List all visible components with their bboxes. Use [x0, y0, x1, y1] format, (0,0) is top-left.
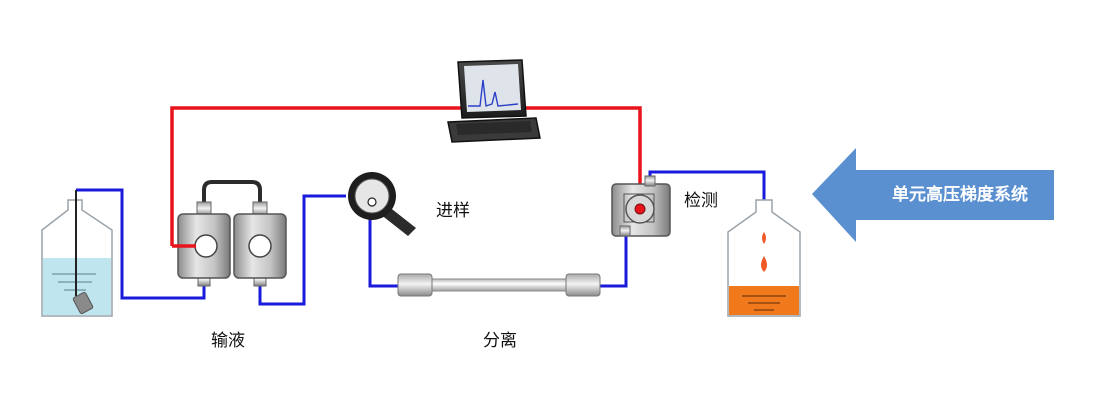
detector [611, 175, 671, 237]
signal-cable [170, 106, 642, 246]
solvent-bottle [41, 190, 113, 317]
label-detection: 检测 [684, 191, 718, 211]
callout-text: 单元高压梯度系统 [892, 184, 1028, 205]
drop-icon [761, 256, 767, 272]
column [397, 273, 601, 297]
waste-liquid [729, 286, 799, 315]
inlet-filter [72, 291, 94, 315]
waste-bottle [727, 199, 801, 317]
label-injection: 进样 [436, 201, 470, 221]
pump [172, 180, 287, 287]
label-separation: 分离 [483, 331, 517, 351]
label-delivery: 输液 [211, 331, 245, 351]
injector [348, 172, 416, 236]
laptop-icon [447, 59, 541, 143]
callout-arrow: 单元高压梯度系统 [812, 148, 1054, 242]
